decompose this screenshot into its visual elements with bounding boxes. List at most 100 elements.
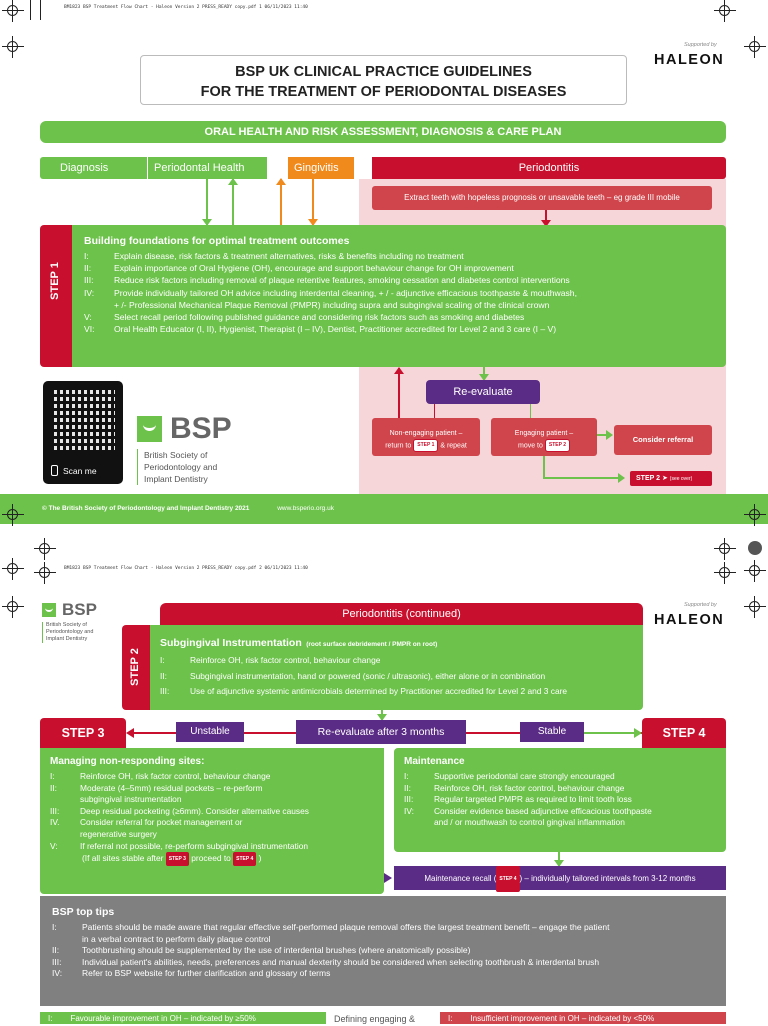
down-arrow-icon: [541, 210, 551, 227]
list-item-text: Explain disease, risk factors & treatmen…: [114, 251, 464, 261]
list-item: III:Regular targeted PMPR as required to…: [404, 794, 716, 806]
footer-insufficient: I:Insufficient improvement in OH – indic…: [440, 1012, 726, 1024]
bsp-logo-text: BSP: [62, 600, 97, 619]
list-item-text: Toothbrushing should be supplemented by …: [82, 945, 471, 956]
crop-mark-icon: [714, 538, 736, 560]
list-item-number: I:: [84, 251, 89, 261]
copyright: © The British Society of Periodontology …: [42, 505, 250, 512]
step2-tag: STEP 2: [544, 439, 570, 452]
list-item-text: Reduce risk factors including removal of…: [114, 275, 570, 286]
stable-box: Stable: [520, 722, 584, 742]
list-item-text: Patients should be made aware that regul…: [82, 922, 610, 932]
qr-code-card[interactable]: Scan me: [43, 381, 123, 484]
website-link[interactable]: www.bsperio.org.uk: [277, 505, 334, 512]
step2-panel: Subgingival Instrumentation (root surfac…: [150, 625, 643, 710]
engaging-box: Engaging patient – move to STEP 2: [491, 418, 597, 456]
list-item-number: I:: [52, 922, 57, 932]
diagnosis-label: Diagnosis: [40, 157, 150, 179]
left-arrow-icon: [384, 873, 392, 883]
list-item-text: Consider evidence based adjunctive effic…: [434, 805, 652, 816]
non-engaging-box: Non-engaging patient – return to STEP 1 …: [372, 418, 480, 456]
list-item-number: II:: [52, 945, 60, 956]
list-item-number: I:: [404, 771, 409, 781]
crop-mark-icon: [744, 596, 766, 618]
step2-heading: Subgingival Instrumentation: [160, 637, 302, 649]
qr-code-icon: [51, 389, 115, 453]
list-item-text: Moderate (4–5mm) residual pockets – re-p…: [80, 782, 263, 793]
list-item: and / or mouthwash to control gingival i…: [404, 817, 716, 829]
list-item: regenerative surgery: [50, 829, 374, 841]
maintenance-recall-box: Maintenance recall (STEP 4) – individual…: [394, 866, 726, 892]
crop-mark-icon: [744, 36, 766, 58]
step1-tag: STEP 1: [413, 439, 439, 452]
double-arrow-icon: ⇔: [269, 160, 283, 175]
step1-list: I: Explain disease, risk factors & treatm…: [84, 250, 714, 335]
step4-panel: Maintenance I:Supportive periodontal car…: [394, 748, 726, 852]
list-item-number: IV:: [52, 968, 63, 979]
crop-mark-icon: [2, 558, 24, 580]
sponsor-logo: HALEON: [654, 612, 725, 628]
list-item: II: Toothbrushing should be supplemented …: [52, 945, 714, 957]
up-arrow-icon: [394, 367, 404, 418]
crop-mark-icon: [2, 504, 24, 526]
footer-defining: Defining engaging &: [334, 1014, 416, 1024]
list-item-text: Explain importance of Oral Hygiene (OH),…: [114, 263, 514, 274]
step2-list: I:Reinforce OH, risk factor control, beh…: [160, 653, 633, 700]
list-item: IV: Provide individually tailored OH advi…: [84, 287, 714, 299]
list-item: IV:Refer to BSP website for further clar…: [52, 968, 714, 980]
bsp-logo-icon: [137, 416, 162, 442]
list-item-text: Deep residual pocketing (≥6mm). Consider…: [80, 805, 309, 816]
list-item-number: VI:: [84, 324, 95, 335]
list-item-number: IV:: [84, 287, 95, 298]
list-item: VI:Oral Health Educator (I, II), Hygieni…: [84, 323, 714, 335]
list-item-number: III:: [404, 794, 414, 805]
list-item: II: Explain importance of Oral Hygiene (O…: [84, 262, 714, 274]
page-title: BSP UK CLINICAL PRACTICE GUIDELINES: [235, 64, 532, 80]
list-item-number: II:: [50, 782, 57, 793]
down-arrow-icon: [308, 179, 318, 226]
file-header: BM1823 BSP Treatment Flow Chart - Haleon…: [64, 5, 308, 10]
periodontitis-continued-banner: Periodontitis (continued): [160, 603, 643, 625]
list-item-number: [50, 829, 80, 841]
scan-me-label: Scan me: [63, 466, 97, 476]
list-item-number: II:: [84, 263, 92, 274]
list-item-number: IV.: [50, 817, 60, 828]
list-item-text: Reinforce OH, risk factor control, behav…: [80, 771, 271, 781]
crop-mark-icon: [714, 562, 736, 584]
step4-tag: STEP 4: [496, 866, 520, 892]
bsp-logo-text: BSP: [170, 412, 232, 445]
step2-label: [122, 625, 150, 710]
step3-list: I: Reinforce OH, risk factor control, beh…: [50, 771, 374, 852]
down-arrow-icon: [377, 710, 387, 721]
step1-label: [40, 225, 72, 367]
step2-next-button[interactable]: STEP 2 ➤ (see over): [630, 471, 712, 486]
bsp-name: British Society of Periodontology and Im…: [42, 622, 93, 643]
step4-list: I:Supportive periodontal care strongly e…: [404, 771, 716, 829]
down-arrow-icon: [479, 367, 489, 381]
list-item: IV.Consider referral for pocket manageme…: [50, 817, 374, 829]
list-item-number: I:: [50, 771, 55, 781]
periodontal-health-label: Periodontal Health: [147, 157, 267, 179]
list-item: + /- Professional Mechanical Plaque Remo…: [84, 299, 714, 311]
list-item-number: V:: [50, 840, 58, 851]
phone-icon: [51, 465, 58, 476]
list-item: III:Use of adjunctive systemic antimicro…: [160, 684, 633, 700]
page1-footer: © The British Society of Periodontology …: [0, 494, 768, 524]
step4-label: STEP 4: [642, 718, 726, 748]
reevaluate-box: Re-evaluate: [426, 380, 540, 404]
list-item-text: Provide individually tailored OH advice …: [114, 287, 577, 298]
list-item-text: Subgingival instrumentation, hand or pow…: [190, 670, 546, 681]
list-item: I: Patients should be made aware that reg…: [52, 922, 714, 934]
list-item-text: Use of adjunctive systemic antimicrobial…: [190, 686, 568, 696]
list-item: II:Reinforce OH, risk factor control, be…: [404, 783, 716, 795]
tips-heading: BSP top tips: [52, 906, 115, 918]
list-item: V:Select recall period following publish…: [84, 311, 714, 323]
list-item-text: subgingival instrumentation: [80, 794, 182, 805]
crop-mark-icon: [744, 504, 766, 526]
list-item: I: Reinforce OH, risk factor control, beh…: [50, 771, 374, 783]
step1-heading: Building foundations for optimal treatme…: [84, 235, 350, 247]
list-item: in a verbal contract to perform daily pl…: [52, 934, 714, 946]
list-item-text: in a verbal contract to perform daily pl…: [82, 933, 271, 944]
list-item-text: Select recall period following published…: [114, 312, 525, 323]
step3-heading: Managing non-responding sites:: [50, 756, 205, 767]
